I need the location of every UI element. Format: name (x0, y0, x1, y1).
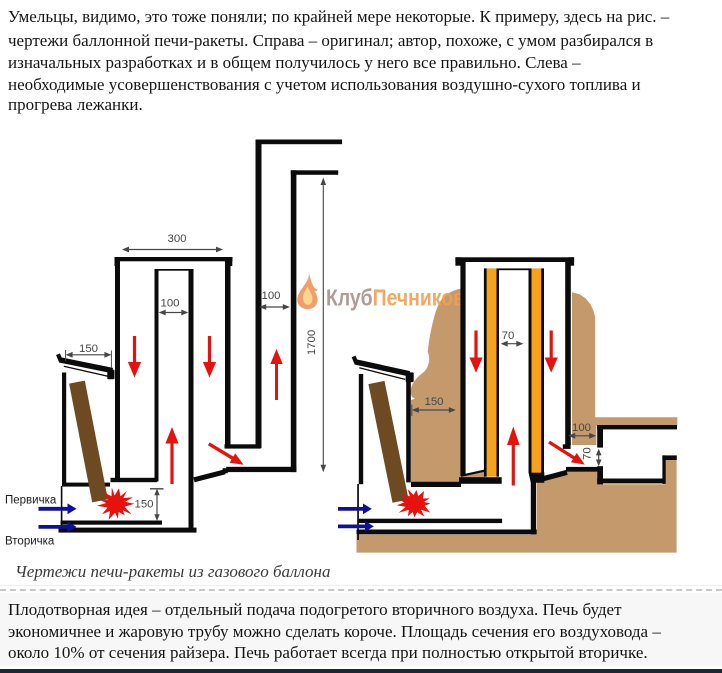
svg-text:150: 150 (79, 343, 98, 355)
svg-text:70: 70 (502, 330, 515, 342)
svg-text:100: 100 (572, 422, 591, 434)
svg-text:100: 100 (160, 298, 179, 310)
svg-text:1700: 1700 (306, 330, 318, 355)
svg-text:Вторичка: Вторичка (5, 536, 55, 548)
svg-text:Первичка: Первичка (5, 495, 57, 507)
svg-text:70: 70 (582, 447, 594, 460)
svg-text:150: 150 (134, 498, 153, 510)
svg-text:КлубПечников: КлубПечников (326, 285, 465, 311)
svg-text:300: 300 (167, 233, 186, 245)
svg-text:100: 100 (261, 290, 280, 302)
svg-text:150: 150 (424, 396, 443, 408)
